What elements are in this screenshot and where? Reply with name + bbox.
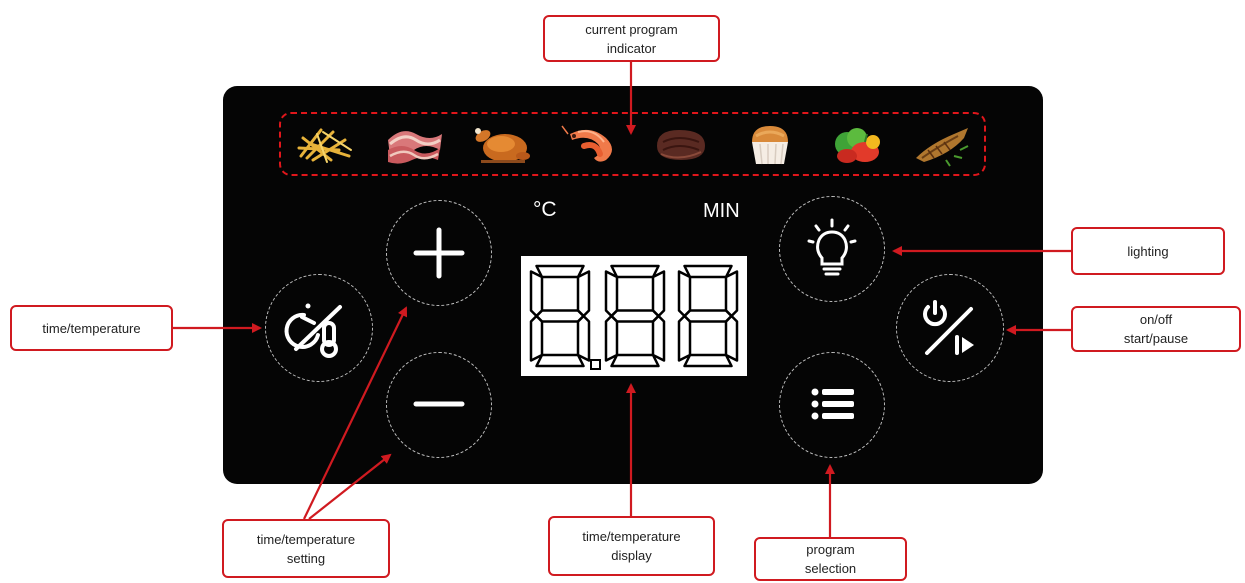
arrow-setting-minus (308, 453, 392, 520)
callout-current-program-indicator: current program indicator (543, 15, 720, 62)
callout-text-line2: start/pause (1123, 331, 1189, 346)
plus-button-ring (386, 200, 492, 306)
decimal-point (590, 359, 601, 370)
steak-icon[interactable] (649, 120, 713, 168)
callout-time-temperature: time/temperature (10, 305, 173, 351)
callout-text-line1: program (806, 542, 855, 557)
segment-d (610, 353, 660, 368)
segment-e (677, 314, 692, 362)
segment-g (610, 309, 660, 323)
muffin-icon[interactable] (738, 120, 802, 168)
callout-text-line2: setting (286, 550, 326, 566)
callout-time-temperature-setting: time/temperature setting (222, 519, 390, 578)
light-bulb-icon (807, 218, 857, 276)
digit-1 (529, 264, 591, 368)
segment-g (535, 309, 585, 323)
callout-text-line1: on/off (1139, 312, 1173, 327)
callout-program-selection: program selection (754, 537, 907, 581)
program-selection-button[interactable] (779, 352, 885, 458)
segment-c (576, 314, 591, 362)
segment-d (535, 353, 585, 368)
callout-text-line1: current program (585, 21, 678, 37)
lighting-button-ring (779, 196, 885, 302)
callout-text-line1: time/temperature (42, 320, 141, 336)
minus-button-ring (386, 352, 492, 458)
segment-d (683, 353, 733, 368)
plus-button[interactable] (386, 200, 492, 306)
grilled-fish-icon[interactable] (910, 120, 974, 168)
timer-thermometer-icon (284, 303, 342, 358)
minutes-unit-label: MIN (703, 200, 740, 222)
minus-button[interactable] (386, 352, 492, 458)
callout-text-line1: time/temperature (256, 531, 356, 547)
power-button-ring (896, 274, 1004, 382)
arrow-setting-plus (303, 306, 408, 520)
lighting-button[interactable] (779, 196, 885, 302)
seven-segment-digits (529, 264, 739, 370)
segment-e (529, 314, 544, 362)
celsius-unit-label: °C (533, 198, 557, 221)
callout-text-line1: time/temperature (582, 529, 681, 544)
callout-text-line2: selection (804, 561, 857, 576)
segment-c (724, 314, 739, 362)
segment-g (683, 309, 733, 323)
segment-c (651, 314, 666, 362)
menu-button-ring (779, 352, 885, 458)
callout-on-off-start-pause: on/off start/pause (1071, 306, 1241, 352)
power-play-icon (923, 300, 974, 355)
callout-lighting: lighting (1071, 227, 1225, 275)
time-temperature-button[interactable] (266, 275, 372, 381)
digit-3 (677, 264, 739, 368)
time-temperature-display (521, 256, 747, 376)
french-fries-icon[interactable] (293, 120, 357, 168)
program-indicator-row (279, 112, 986, 176)
callout-text-line2: display (611, 548, 652, 563)
power-start-pause-button[interactable] (897, 275, 1003, 381)
callout-time-temperature-display: time/temperature display (548, 516, 715, 576)
plus-icon (413, 227, 465, 279)
segment-e (604, 314, 619, 362)
time-temp-button-ring (265, 274, 373, 382)
shrimp-icon[interactable] (560, 120, 624, 168)
vegetables-icon[interactable] (827, 120, 891, 168)
callout-text-line2: indicator (606, 40, 657, 56)
digit-2 (604, 264, 666, 368)
list-menu-icon (811, 388, 854, 420)
bacon-icon[interactable] (382, 120, 446, 168)
callout-text-line1: lighting (1127, 243, 1169, 259)
roast-chicken-icon[interactable] (471, 120, 535, 168)
